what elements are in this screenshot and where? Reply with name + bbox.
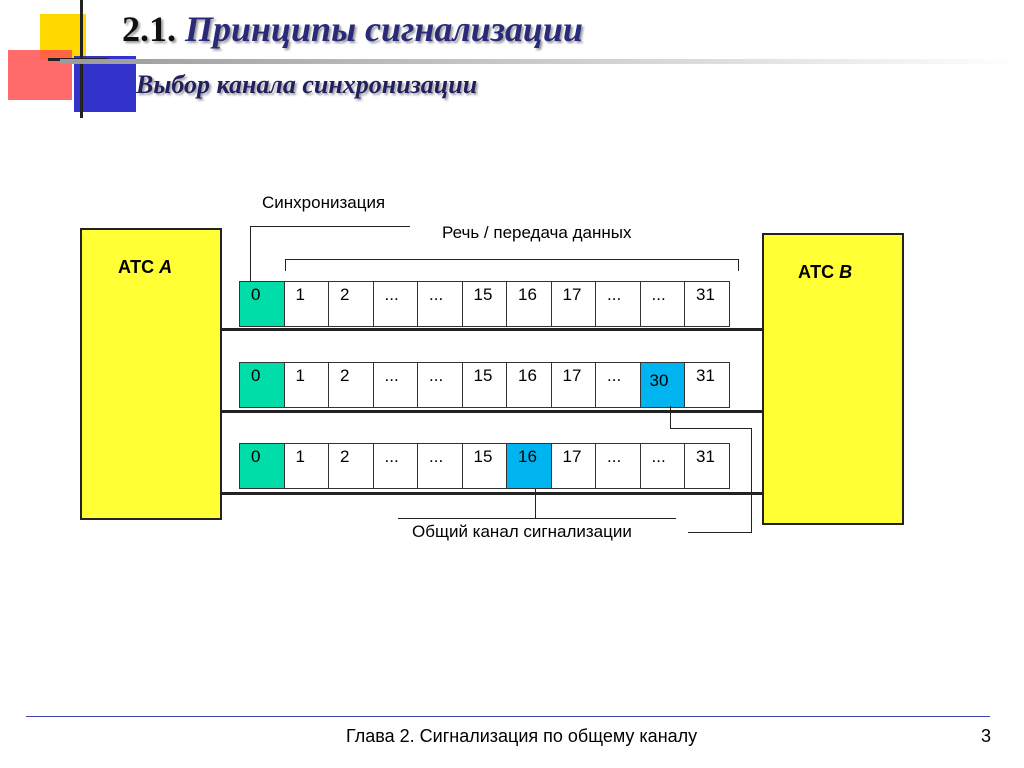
slot16-leader [535, 489, 536, 519]
bus-line [222, 328, 762, 331]
timeslot-cell: 15 [461, 443, 507, 489]
exchange-b-box [762, 233, 904, 525]
speech-label: Речь / передача данных [442, 223, 632, 242]
timeslot-cell: ... [372, 443, 418, 489]
page-number: 3 [981, 726, 992, 746]
timeslot-cell: 0 [239, 281, 285, 327]
timeslot-cell: 2 [328, 281, 374, 327]
timeslot-cell: ... [417, 362, 463, 408]
timeslot-cell: 17 [550, 362, 596, 408]
timeslot-cell: 1 [283, 281, 329, 327]
exchange-a-label: АТС A [118, 257, 172, 278]
timeslot-cell: 16 [506, 362, 552, 408]
timeslot-cell: ... [595, 281, 641, 327]
timeslot-cell: 16 [506, 281, 552, 327]
footer-divider [26, 716, 990, 717]
page-subtitle: Выбор канала синхронизации [136, 70, 478, 99]
exchange-a-box [80, 228, 222, 520]
timeslot-cell: 1 [283, 443, 329, 489]
timeslot-cell: ... [417, 443, 463, 489]
common-channel-label: Общий канал сигнализации [412, 522, 632, 541]
timeslot-cell: ... [639, 443, 685, 489]
timeslot-cell: 0 [239, 443, 285, 489]
timeslot-cell: ... [639, 281, 685, 327]
timeslot-cell: 17 [550, 281, 596, 327]
timeslot-cell: 0 [239, 362, 285, 408]
logo-square-blue [74, 56, 136, 112]
timeslot-cell: ... [372, 362, 418, 408]
speech-bracket-left [285, 259, 286, 271]
timeslot-cell: 2 [328, 443, 374, 489]
timeslot-cell: ... [372, 281, 418, 327]
footer-chapter: Глава 2. Сигнализация по общему каналу [346, 726, 698, 746]
common-channel-underline-top [398, 518, 676, 519]
title-number: 2.1. [122, 9, 176, 49]
sync-leader-horizontal [250, 226, 410, 227]
bus-line [222, 410, 762, 413]
timeslot-cell: 1 [283, 362, 329, 408]
timeslot-cell: 17 [550, 443, 596, 489]
speech-bracket [285, 259, 739, 260]
page-title: 2.1. Принципы сигнализации [122, 8, 583, 50]
timeslot-cell: 30 [639, 362, 685, 408]
slot30-leader-down [751, 428, 752, 532]
timeslot-cell: ... [595, 362, 641, 408]
timeslot-cell: ... [595, 443, 641, 489]
title-underline [60, 59, 1024, 64]
slot30-leader-vertical [670, 406, 671, 428]
timeslot-cell: 31 [684, 443, 730, 489]
timeslot-cell: 15 [461, 281, 507, 327]
timeslot-cell: 2 [328, 362, 374, 408]
timeslot-cell: 15 [461, 362, 507, 408]
timeslot-cell: 31 [684, 362, 730, 408]
slot30-leader-horizontal [670, 428, 752, 429]
timeslot-cell: 31 [684, 281, 730, 327]
sync-label: Синхронизация [262, 193, 386, 212]
exchange-b-label: АТС B [798, 262, 852, 283]
exchange-a-letter: A [159, 257, 173, 277]
exchange-a-prefix: АТС [118, 257, 155, 277]
title-text: Принципы сигнализации [185, 9, 583, 49]
exchange-b-letter: B [839, 262, 853, 282]
timeslot-cell: ... [417, 281, 463, 327]
bus-line [222, 492, 762, 495]
timeslot-cell: 16 [506, 443, 552, 489]
sync-leader-vertical [250, 226, 251, 282]
speech-bracket-right [738, 259, 739, 271]
slot30-leader-bottom [688, 532, 752, 533]
exchange-b-prefix: АТС [798, 262, 835, 282]
